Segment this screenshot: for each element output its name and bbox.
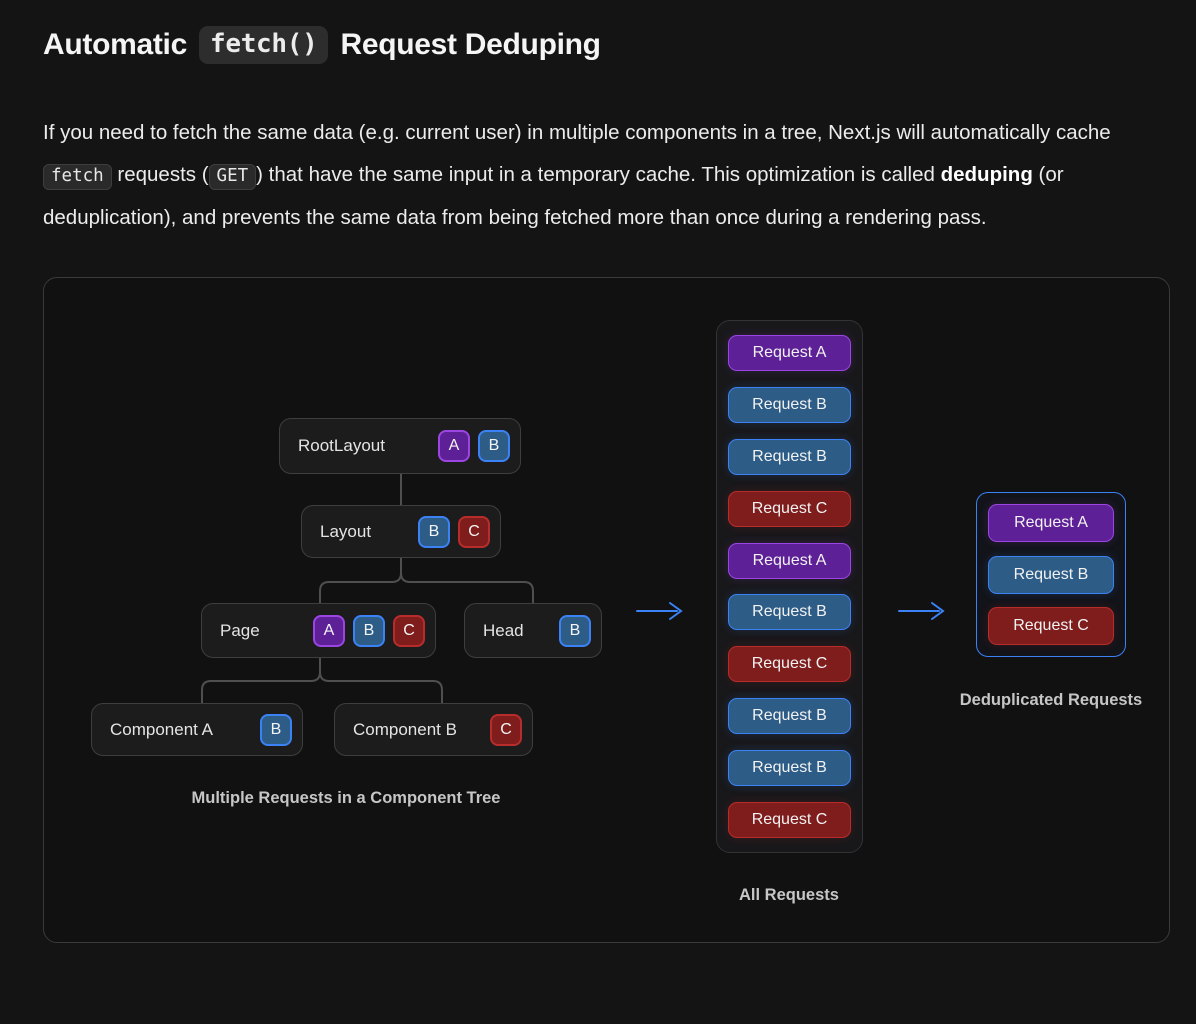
request-badge-b: B [559,614,591,647]
request-badge-a: A [313,614,345,647]
request-item-a: Request A [988,504,1114,542]
request-item-b: Request B [728,594,851,631]
request-item-b: Request B [728,386,851,423]
arrow-right-icon [898,602,945,620]
all-requests-panel: Request A Request B Request B Request C Requ… [716,320,863,853]
request-badge-c: C [490,713,522,746]
node-label: Head [483,620,524,640]
request-item-b: Request B [728,698,851,735]
request-item-c: Request C [988,607,1114,645]
deduplicated-caption: Deduplicated Requests [959,691,1143,709]
request-badge-b: B [260,713,292,746]
intro-paragraph: If you need to fetch the same data (e.g.… [43,112,1161,239]
request-item-c: Request C [728,490,851,527]
tree-node-component-a: Component A B [91,703,303,756]
request-item-a: Request A [728,335,851,371]
text-run: requests ( [111,163,209,186]
node-label: Layout [320,521,372,541]
request-item-b: Request B [728,750,851,786]
title-suffix: Request Deduping [340,28,601,61]
bold-text: deduping [940,163,1033,186]
node-label: Component A [110,719,214,739]
deduplicated-requests-panel: Request A Request B Request C [976,492,1126,657]
badge-row: B [260,713,292,746]
request-badge-a: A [438,430,470,462]
title-code-pill: fetch() [198,26,329,64]
inline-code: GET [208,164,257,190]
request-badge-c: C [458,515,490,548]
request-item-c: Request C [728,801,851,838]
text-run: (or deduplication), and prevents the sam… [43,163,1064,229]
request-item-b: Request B [988,555,1114,594]
badge-row: B [559,614,591,647]
node-label: Component B [353,719,457,739]
request-item-a: Request A [728,542,851,579]
request-badge-c: C [393,614,425,647]
page-title: Automatic fetch() Request Deduping [43,26,1170,64]
request-item-b: Request B [728,438,851,475]
docs-page: Automatic fetch() Request Deduping If yo… [43,26,1170,943]
node-label: Page [220,620,260,640]
text-run: If you need to fetch the same data (e.g.… [43,121,1111,144]
request-badge-b: B [478,430,510,462]
badge-row: C [490,713,522,746]
text-run: ) that have the same input in a temporar… [256,163,941,186]
arrow-right-icon [636,602,683,620]
request-badge-b: B [353,614,385,647]
inline-code: fetch [43,164,112,190]
all-requests-caption: All Requests [739,886,839,904]
tree-connectors [201,474,945,703]
node-label: RootLayout [298,436,385,455]
tree-caption: Multiple Requests in a Component Tree [191,789,501,807]
title-prefix: Automatic [43,28,187,61]
request-item-c: Request C [728,646,851,683]
tree-node-component-b: Component B C [334,703,533,756]
request-badge-b: B [418,515,450,548]
tree-node-head: Head B [464,603,602,658]
